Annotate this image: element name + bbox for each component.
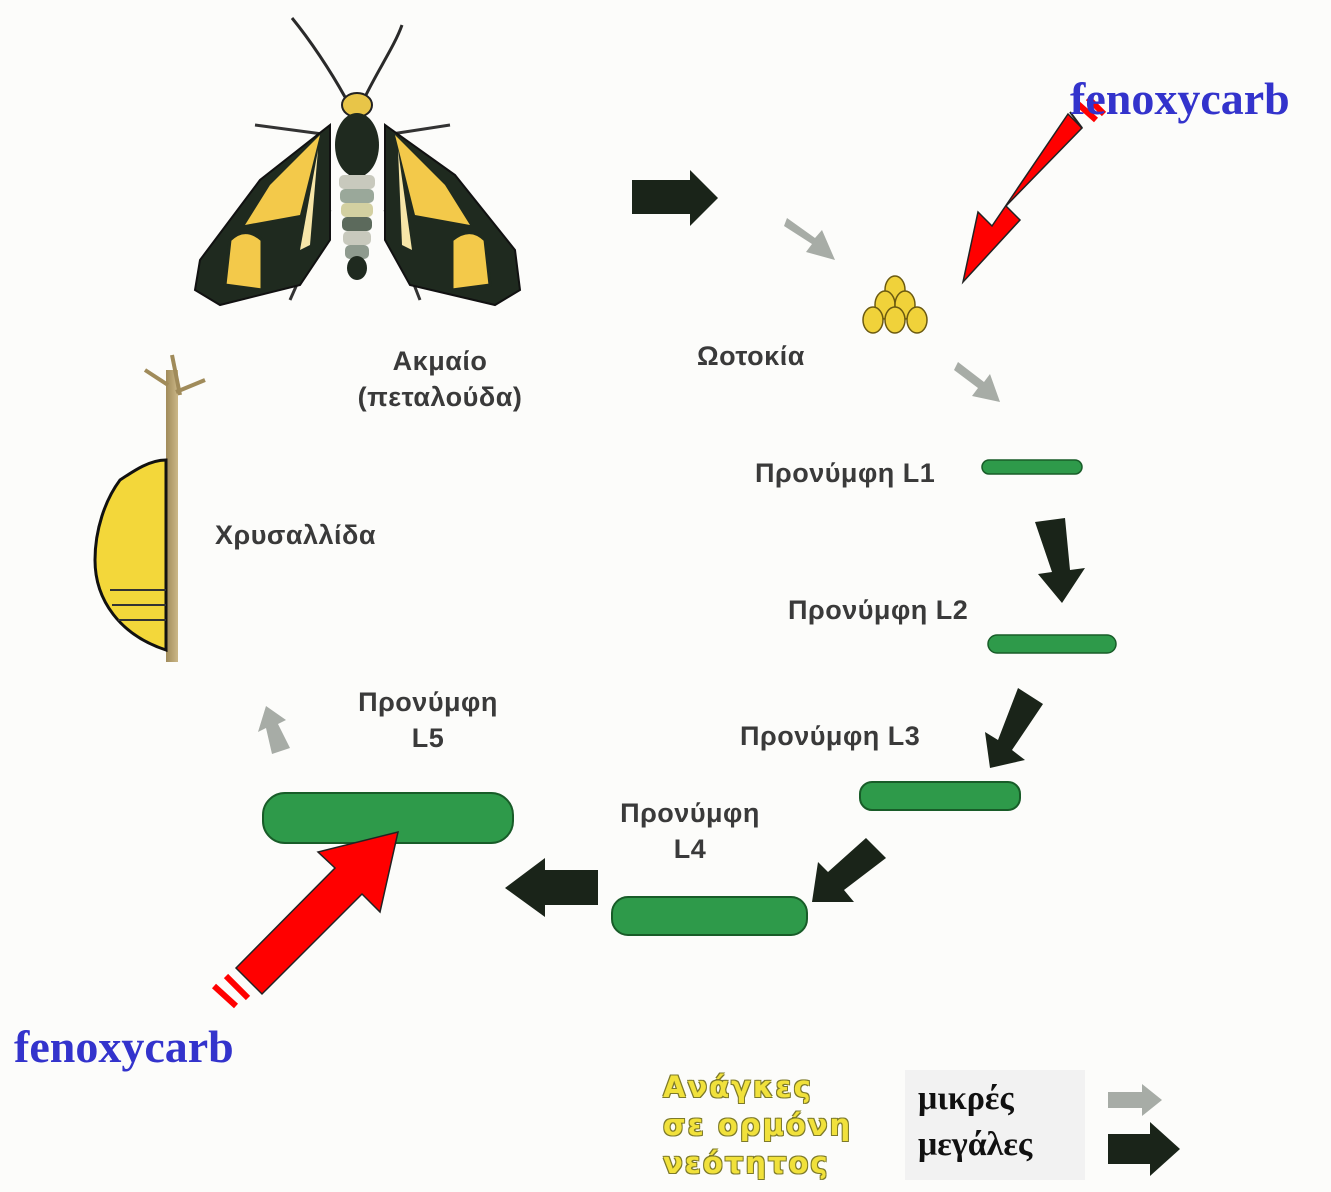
label-pupa: Χρυσαλλίδα xyxy=(215,517,376,553)
label-l5: Προνύμφη L5 xyxy=(338,684,518,756)
label-adult: Ακμαίο (πεταλούδα) xyxy=(340,343,540,415)
larva-l3-icon xyxy=(860,782,1020,810)
treatment-label-bottom: fenoxycarb xyxy=(14,1020,234,1073)
large-arrow-l1-to-l2 xyxy=(1035,518,1085,603)
legend-title-line2: σε ορμόνη xyxy=(663,1106,852,1144)
eggs-icon xyxy=(863,276,927,333)
treatment-label-top: fenoxycarb xyxy=(1070,72,1290,125)
label-l4: Προνύμφη L4 xyxy=(600,795,780,867)
small-arrow-2 xyxy=(954,362,1000,402)
treatment-arrow-top xyxy=(963,98,1104,282)
label-l5-line1: Προνύμφη xyxy=(338,684,518,720)
larva-l1-icon xyxy=(982,460,1082,474)
label-adult-line2: (πεταλούδα) xyxy=(340,379,540,415)
legend-title-line3: νεότητος xyxy=(663,1144,852,1182)
label-adult-line1: Ακμαίο xyxy=(340,343,540,379)
moth-adult-icon xyxy=(195,18,520,305)
label-l4-line1: Προνύμφη xyxy=(600,795,780,831)
treatment-arrow-bottom xyxy=(214,832,398,1006)
large-arrow-l4-to-l5 xyxy=(505,858,598,917)
small-arrow-3 xyxy=(258,706,290,754)
legend-title-line1: Ανάγκες xyxy=(663,1068,852,1106)
legend-large-arrow xyxy=(1108,1122,1180,1176)
label-l3: Προνύμφη L3 xyxy=(740,718,920,754)
label-l1: Προνύμφη L1 xyxy=(755,455,935,491)
larva-l4-icon xyxy=(612,897,807,935)
small-arrow-1 xyxy=(784,218,835,260)
large-arrow-l2-to-l3 xyxy=(985,688,1043,768)
label-l5-line2: L5 xyxy=(338,720,518,756)
legend-title: Ανάγκες σε ορμόνη νεότητος xyxy=(663,1068,852,1182)
label-eggs: Ωοτοκία xyxy=(697,338,805,374)
large-arrow-l3-to-l4 xyxy=(812,838,886,902)
legend-small-arrow xyxy=(1108,1084,1162,1116)
label-l4-line2: L4 xyxy=(600,831,780,867)
legend-small-label: μικρές xyxy=(918,1080,1014,1118)
pupa-icon xyxy=(95,355,205,662)
label-l2: Προνύμφη L2 xyxy=(788,592,968,628)
larva-l2-icon xyxy=(988,635,1116,653)
large-arrow-adult-to-eggs xyxy=(632,170,718,226)
legend-large-label: μεγάλες xyxy=(918,1126,1032,1164)
